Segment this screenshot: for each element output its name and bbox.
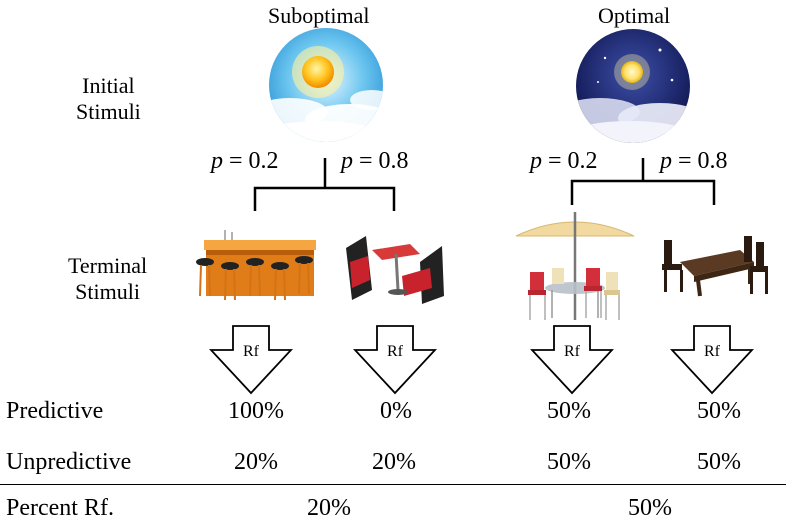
column-title-optimal: Optimal <box>598 3 671 28</box>
initial-stimuli-label: Initial Stimuli <box>76 73 141 124</box>
branch-bracket-suboptimal <box>253 158 396 211</box>
diner-booth-icon <box>346 236 444 304</box>
moon-night-icon <box>576 29 690 143</box>
unpredictive-value-4: 50% <box>697 449 741 475</box>
predictive-value-4: 50% <box>697 398 741 424</box>
unpredictive-label: Unpredictive <box>6 449 132 475</box>
sun-sky-icon <box>269 28 383 142</box>
unpredictive-value-1: 20% <box>234 449 278 475</box>
bar-counter-icon <box>196 230 316 301</box>
divider-line <box>0 484 786 485</box>
predictive-value-3: 50% <box>547 398 591 424</box>
predictive-value-1: 100% <box>228 398 284 424</box>
probability-left-suboptimal: p = 0.2 <box>211 148 279 174</box>
patio-umbrella-table-icon <box>515 212 635 320</box>
unpredictive-value-2: 20% <box>372 449 416 475</box>
terminal-stimuli-label: Terminal Stimuli <box>68 253 148 304</box>
unpredictive-value-3: 50% <box>547 449 591 475</box>
predictive-label: Predictive <box>6 398 104 424</box>
dining-table-icon <box>662 236 768 297</box>
probability-right-optimal: p = 0.8 <box>660 148 728 174</box>
probability-left-optimal: p = 0.2 <box>530 148 598 174</box>
percent-rf-optimal: 50% <box>628 495 672 521</box>
rf-arrow-1: Rf <box>208 325 294 395</box>
branch-bracket-optimal <box>570 158 716 205</box>
rf-arrow-3: Rf <box>529 325 615 395</box>
rf-arrow-2: Rf <box>352 325 438 395</box>
rf-arrow-4: Rf <box>669 325 755 395</box>
probability-right-suboptimal: p = 0.8 <box>341 148 409 174</box>
percent-rf-suboptimal: 20% <box>307 495 351 521</box>
percent-rf-label: Percent Rf. <box>6 495 114 521</box>
column-title-suboptimal: Suboptimal <box>268 3 370 28</box>
predictive-value-2: 0% <box>380 398 412 424</box>
